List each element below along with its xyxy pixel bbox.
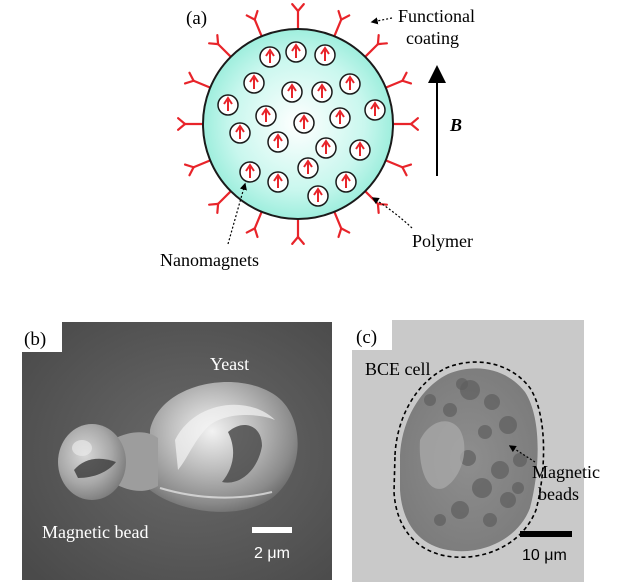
panel-c: (c) BCE cell Magnetic beads 10 μm xyxy=(352,320,600,582)
bead-spot xyxy=(484,394,500,410)
scale-label-c: 10 μm xyxy=(522,547,567,564)
coating-pointer xyxy=(370,17,393,25)
yeast-crease xyxy=(222,424,262,483)
nanomagnet xyxy=(229,122,251,144)
yeast-label: Yeast xyxy=(210,354,249,374)
nanomagnet xyxy=(259,46,281,68)
bead-shadow xyxy=(74,458,116,478)
panel-c-label: (c) xyxy=(356,327,377,348)
coating-antibody xyxy=(208,190,232,214)
coating-antibody xyxy=(384,159,413,177)
coating-antibody xyxy=(364,190,388,214)
coating-antibody xyxy=(291,217,305,245)
panel-a-label: (a) xyxy=(186,8,207,29)
nanomagnet xyxy=(239,161,261,183)
yeast-cell xyxy=(150,381,298,512)
nanomagnet xyxy=(349,139,371,161)
coating-antibody xyxy=(333,210,351,239)
nanomagnet xyxy=(281,81,303,103)
cell-label: BCE cell xyxy=(365,359,431,379)
coating-label-line2: coating xyxy=(406,28,459,48)
coating-antibody xyxy=(333,9,351,38)
bead-spot xyxy=(478,425,492,439)
nanomagnet xyxy=(293,112,315,134)
coating-label-line1: Functional xyxy=(398,6,475,26)
nanomagnet xyxy=(311,81,333,103)
bead-spot xyxy=(512,482,524,494)
yeast-highlight xyxy=(175,404,275,470)
functional-coating-group xyxy=(177,3,419,245)
coating-antibody xyxy=(177,117,205,131)
panel-c-label-box xyxy=(352,320,392,350)
bead-label: Magnetic bead xyxy=(42,522,148,542)
coating-antibody xyxy=(384,71,413,89)
beads-pointer xyxy=(508,445,536,463)
polymer-pointer xyxy=(371,197,413,229)
bead-spot xyxy=(500,492,516,508)
nanomagnet xyxy=(307,185,329,207)
nanomagnets-group xyxy=(217,41,386,207)
nanomagnet xyxy=(267,171,289,193)
nanomagnet xyxy=(285,41,307,63)
polymer-label: Polymer xyxy=(412,231,473,251)
coating-antibody xyxy=(208,34,232,58)
nanomagnet xyxy=(315,137,337,159)
bead-spot xyxy=(472,478,492,498)
bead-spot xyxy=(456,378,468,390)
panel-b-label: (b) xyxy=(24,329,46,350)
field-label: B xyxy=(449,115,462,135)
panel-a: (a) B Functional coating Polymer Nanomag… xyxy=(160,3,475,270)
nanomagnet xyxy=(255,105,277,127)
nanomagnet xyxy=(267,131,289,153)
bead-spot xyxy=(424,394,436,406)
nanomagnet xyxy=(297,157,319,179)
beads-label-line1: Magnetic xyxy=(532,462,600,482)
nanomagnet xyxy=(364,99,386,121)
bead-highlight xyxy=(72,440,92,456)
bead-spots xyxy=(424,378,527,527)
nanomagnet xyxy=(329,107,351,129)
bead-spot xyxy=(451,501,469,519)
bead-spot xyxy=(483,513,497,527)
bead-spot xyxy=(434,514,446,526)
bead-spot xyxy=(513,453,527,467)
coating-antibody xyxy=(245,9,263,38)
yeast-rim xyxy=(159,487,273,499)
cell-outline xyxy=(393,361,545,558)
cell-light-region xyxy=(419,421,465,489)
nanomagnet xyxy=(243,72,265,94)
coating-antibody xyxy=(183,159,212,177)
nanomagnet xyxy=(217,94,239,116)
scale-bar-c xyxy=(520,531,572,537)
bead-spot xyxy=(491,461,509,479)
coating-antibody xyxy=(245,210,263,239)
nanomagnet xyxy=(335,171,357,193)
scale-label-b: 2 μm xyxy=(254,545,290,562)
coating-antibody xyxy=(364,34,388,58)
nanomagnets-label: Nanomagnets xyxy=(160,250,259,270)
coating-antibody xyxy=(391,117,419,131)
scale-bar-b xyxy=(252,527,292,533)
nanomagnet xyxy=(339,73,361,95)
bead-spot xyxy=(443,403,457,417)
panel-b: (b) Yeast Magnetic bead 2 μm xyxy=(22,322,332,580)
panel-b-label-box xyxy=(22,322,62,352)
beads-label-line2: beads xyxy=(538,484,579,504)
nanomagnet xyxy=(314,44,336,66)
bead-spot xyxy=(499,416,517,434)
coating-antibody xyxy=(183,71,212,89)
coating-antibody xyxy=(291,3,305,31)
